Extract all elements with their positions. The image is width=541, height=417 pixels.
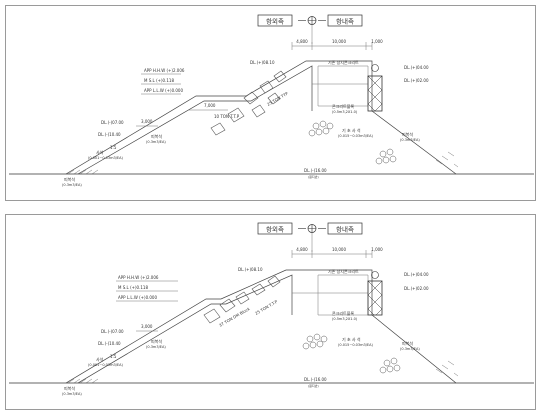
direction-left-label: 항외측 [266, 17, 284, 26]
label-inner-toe: 피복석 [402, 131, 413, 137]
dim-berm: 7,000 [204, 103, 216, 108]
dim-left: 4,800 [296, 39, 308, 44]
dim-left: 4,800 [296, 247, 308, 252]
label-filter: 피복석 [151, 133, 162, 139]
label-filter-sub: (0.3m3/EA) [146, 140, 166, 144]
dim-toe: 3,000 [141, 324, 153, 329]
elev-outer-mid: DL.(-)07.00 [101, 120, 124, 125]
cross-section-svg: 항외측 항내측 4,800 10,000 1,000 [9, 14, 534, 187]
wl-msl: M S.L (+)0.118 [144, 78, 174, 83]
dim-right: 1,000 [371, 247, 383, 252]
toe-hatch [67, 378, 99, 384]
elev-seabed: DL.(-)16.00 [304, 168, 327, 173]
direction-right-label: 항내측 [336, 17, 354, 26]
armor-units [203, 275, 281, 324]
label-toe: 피복석 [64, 385, 75, 391]
wl-llw: APP L.L.W (+)0.000 [118, 295, 157, 300]
elev-inner-mid: DL.(+)02.00 [404, 286, 429, 291]
label-core2-sub: (0.015~0.03m3/EA) [338, 343, 374, 347]
direction-right-label: 항내측 [336, 225, 354, 234]
label-inner-toe: 피복석 [402, 340, 413, 346]
label-inner-toe-sub: (0.3m3/EA) [400, 138, 420, 142]
label-core: 사석 [96, 149, 104, 155]
label-filter: 피복석 [151, 338, 162, 344]
inner-rubble [302, 333, 401, 374]
elev-inner-top: DL.(+)04.00 [404, 272, 429, 277]
wl-msl: M S.L (+)0.118 [118, 285, 148, 290]
slope-outer: 1:5 [110, 145, 117, 150]
label-core2: 기 초 사 석 [342, 336, 361, 342]
direction-left-label: 항외측 [266, 225, 284, 234]
label-core-sub: (0.001~0.03m3/EA) [88, 156, 124, 160]
label-core2: 기 초 사 석 [342, 127, 361, 133]
wl-hhw: APP H.H.W (+)2.006 [118, 275, 159, 280]
dim-toe: 3,000 [141, 119, 153, 124]
elev-inner-top: DL.(+)04.00 [404, 65, 429, 70]
label-armor-inner: 10 TON T.T.P [214, 114, 240, 119]
label-core2-sub: (0.015~0.03m3/EA) [338, 134, 374, 138]
elev-outer-low: DL.(-)10.40 [98, 341, 121, 346]
breakwater-outline [65, 60, 457, 175]
water-level-table: APP H.H.W (+)2.006 M S.L (+)0.118 APP L.… [141, 68, 185, 95]
label-caisson: 콘크리트블록 [332, 310, 354, 316]
toe-hatch [67, 169, 99, 175]
dim-right: 1,000 [371, 39, 383, 44]
elev-outer-mid: DL.(-)07.00 [101, 329, 124, 334]
label-caisson-sub: (0.5m3,2X1.0) [332, 317, 358, 321]
label-armor-outer: 25 TON TTP [266, 91, 289, 107]
wl-llw: APP L.L.W (+)0.000 [144, 88, 183, 93]
label-caisson-sub: (0.5m3,2X1.0) [332, 110, 358, 114]
label-toe-sub: (0.3m3/EA) [62, 392, 82, 396]
section-drawing-top: 항외측 항내측 4,800 10,000 1,000 [5, 5, 536, 201]
compass-cross-icon [308, 224, 316, 233]
label-core-sub: (0.001~0.03m3/EA) [88, 363, 124, 367]
label-crown: 기존 상치콘크리트 [328, 268, 359, 274]
label-toe-sub: (0.3m3/EA) [62, 183, 82, 187]
label-core: 사석 [96, 356, 104, 362]
seabed-sub: (원지반) [308, 383, 319, 388]
crown-marker-icon [371, 271, 379, 279]
label-armor-outer: 37 TON DM Block [218, 306, 251, 328]
label-crown: 기존 상치콘크리트 [328, 59, 359, 65]
wl-hhw: APP H.H.W (+)2.006 [144, 68, 185, 73]
label-armor-inner: 25 TON T.T.P [254, 299, 279, 316]
label-toe: 피복석 [64, 176, 75, 182]
label-caisson: 콘크리트블록 [332, 103, 354, 109]
dim-middle: 10,000 [332, 247, 346, 252]
dim-middle: 10,000 [332, 39, 346, 44]
compass-cross-icon [308, 16, 316, 25]
label-inner-toe-sub: (0.3m3/EA) [400, 347, 420, 351]
elev-crest: DL.(+)08.10 [250, 60, 275, 65]
slope-outer: 1:5 [110, 354, 117, 359]
crown-marker-icon [371, 64, 379, 72]
armor-units [210, 70, 287, 136]
direction-left-box [257, 222, 293, 235]
direction-left-box [257, 14, 293, 27]
cross-section-svg: 항외측 항내측 4,800 10,000 1,000 APP H.H.W [9, 222, 534, 396]
direction-right-box [327, 14, 363, 27]
elev-crest: DL.(+)08.10 [238, 267, 263, 272]
elev-outer-low: DL.(-)10.40 [98, 132, 121, 137]
seabed-sub: (원지반) [308, 174, 319, 179]
caisson-block [367, 280, 383, 316]
elev-seabed: DL.(-)16.00 [304, 377, 327, 382]
section-drawing-bottom: 항외측 항내측 4,800 10,000 1,000 APP H.H.W [5, 214, 536, 410]
elev-inner-mid: DL.(+)02.00 [404, 78, 429, 83]
direction-right-box [327, 222, 363, 235]
label-filter-sub: (0.3m3/EA) [146, 345, 166, 349]
inner-rubble [308, 120, 397, 165]
water-level-table: APP H.H.W (+)2.006 M S.L (+)0.118 APP L.… [116, 275, 178, 302]
